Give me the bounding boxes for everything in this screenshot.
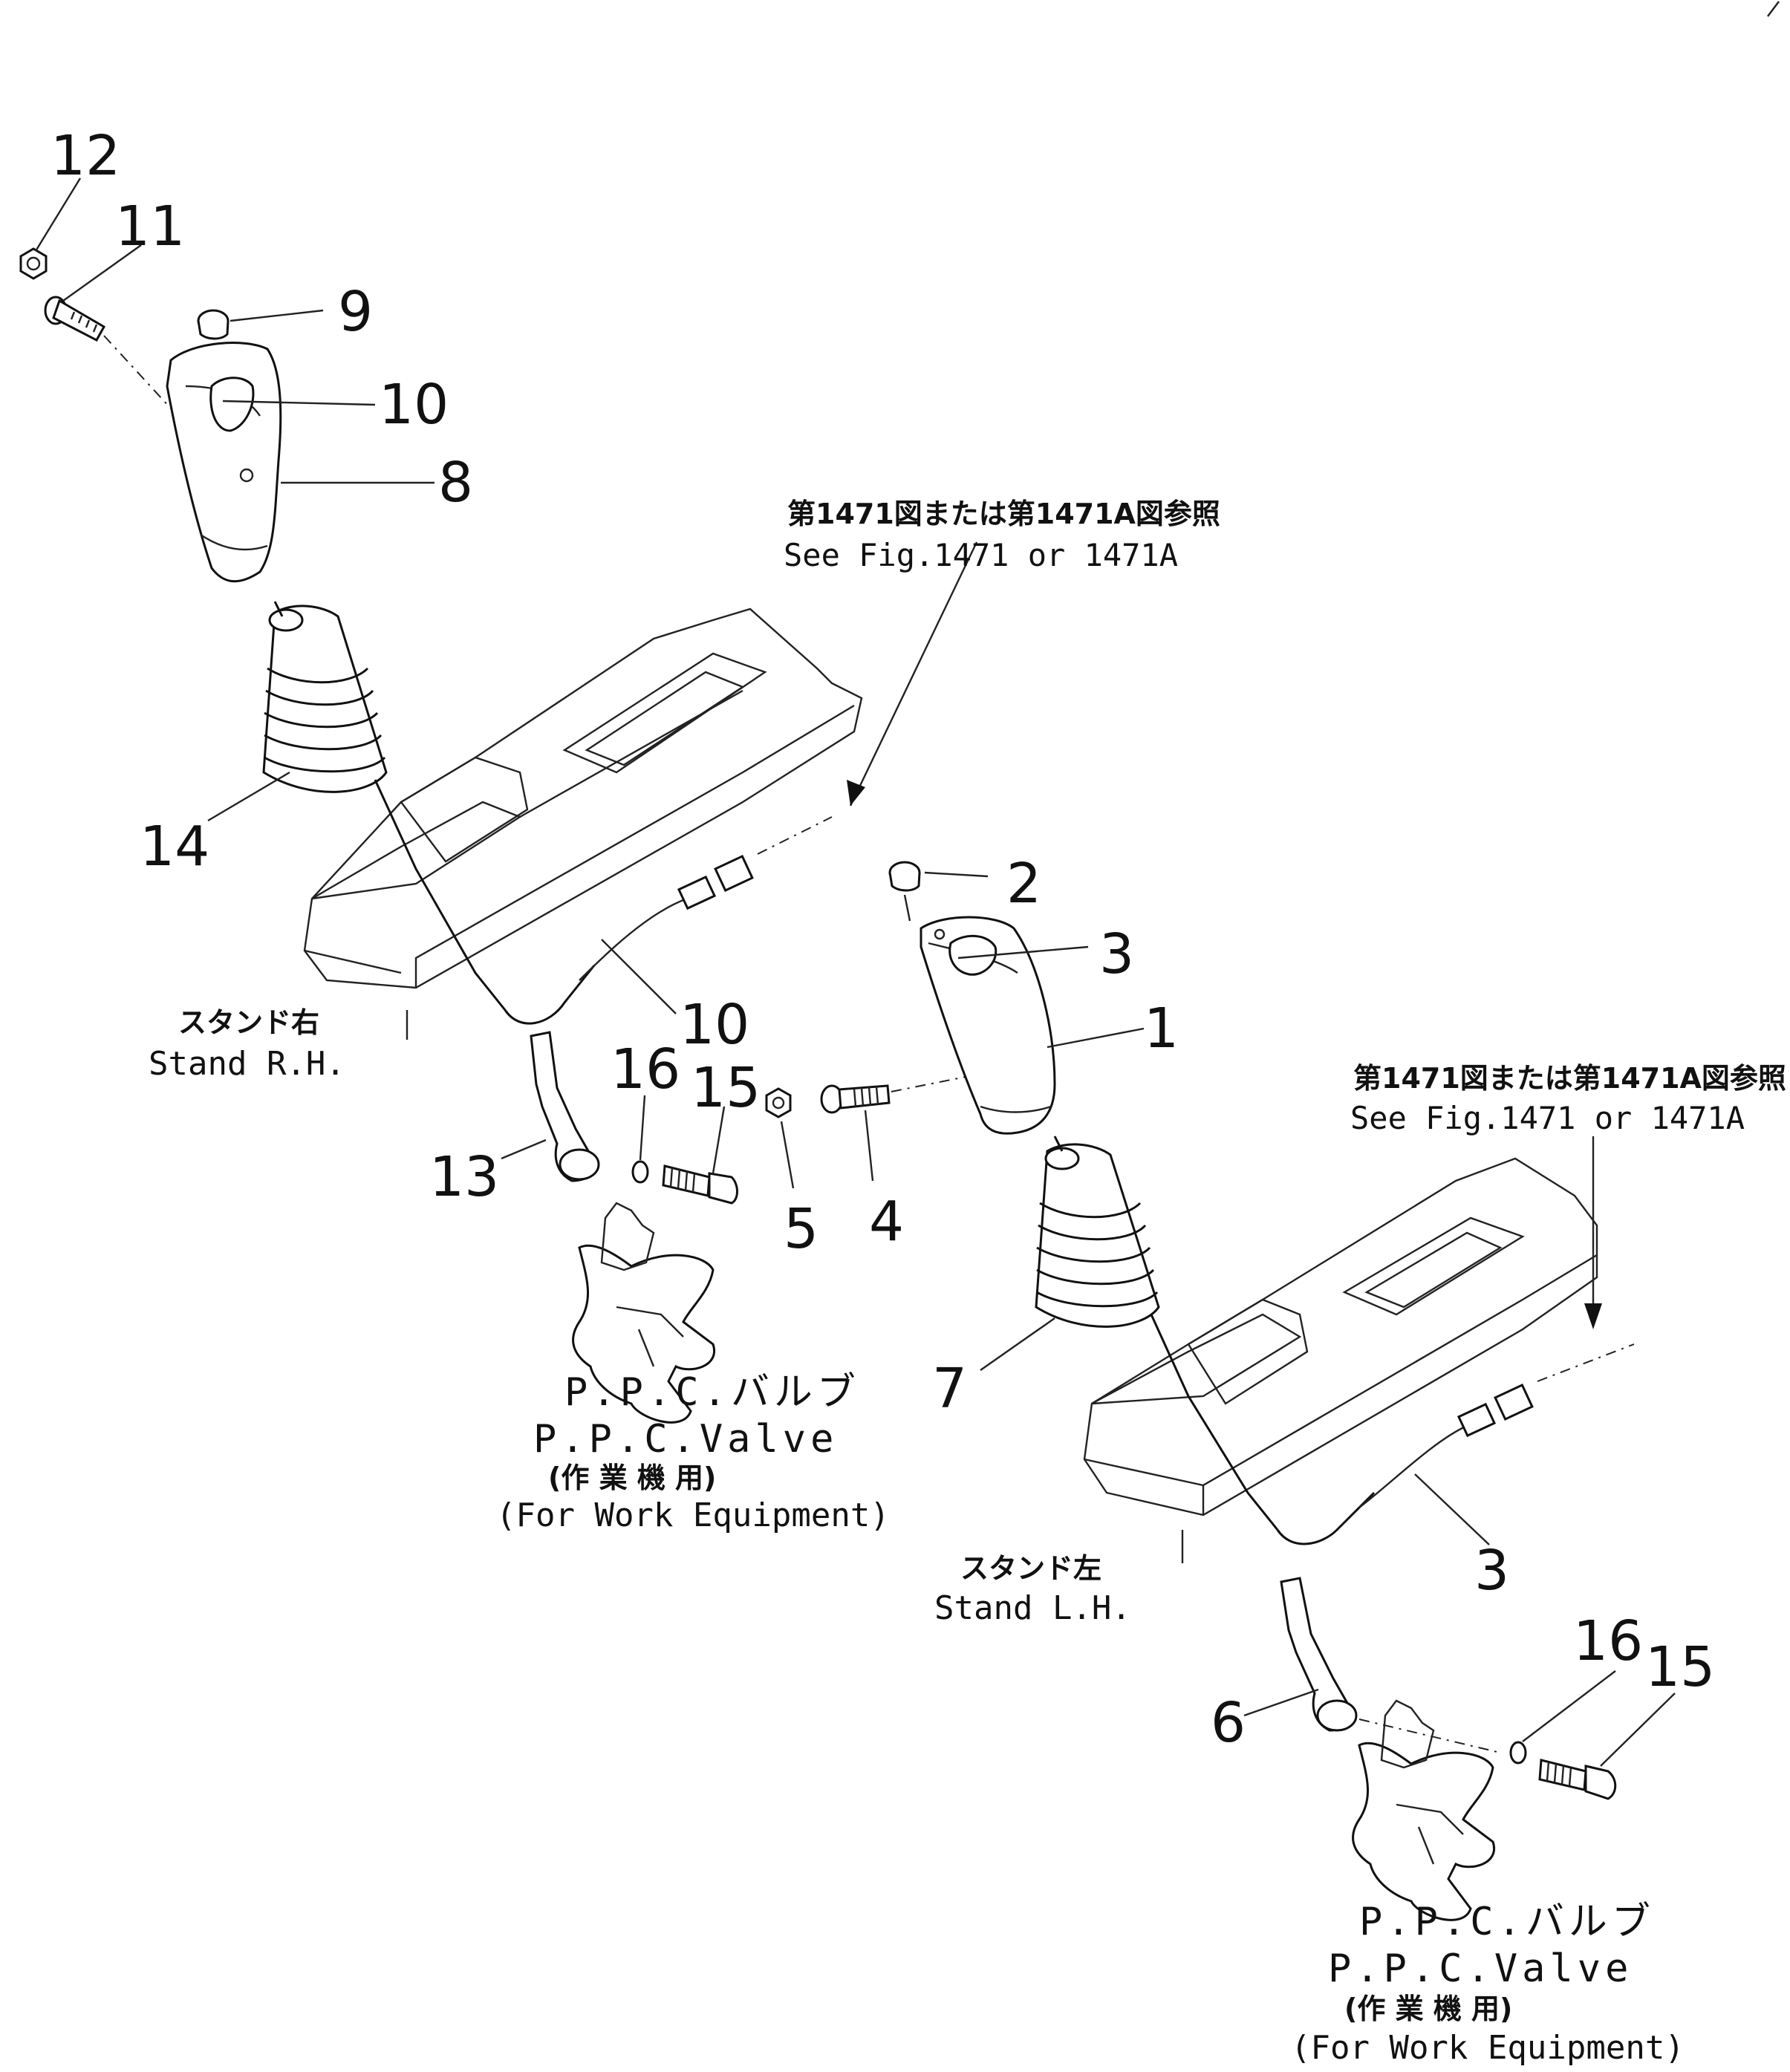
callout-9: 9 (338, 280, 373, 344)
callout-7: 7 (932, 1357, 967, 1421)
reference-jp: 第1471図または第1471A図参照 (1353, 1062, 1786, 1095)
lh-lever-rod (1053, 1136, 1376, 1545)
leader-lines (34, 177, 1676, 1767)
callout-5: 5 (784, 1197, 818, 1261)
rh-console-stand (303, 607, 863, 1040)
reference-jp: 第1471図または第1471A図参照 (787, 498, 1220, 530)
lh-ppc-valve (1352, 1699, 1496, 1921)
callout-1: 1 (1144, 997, 1179, 1061)
callout-2: 2 (1006, 852, 1041, 916)
rh-washer-16 (631, 1160, 649, 1184)
stand-en: Stand R.H. (149, 1045, 345, 1083)
lh-console-stand (1083, 1157, 1598, 1563)
valve-label-upper: P.P.C.バルブ P.P.C.Valve (作 業 機 用) (For Wor… (496, 1370, 890, 1534)
lh-button-2 (888, 861, 921, 922)
valve-use-jp: (作 業 機 用) (1344, 1993, 1512, 2025)
rh-boot-14 (262, 605, 388, 793)
rh-button-9 (197, 309, 230, 340)
callout-16-lh: 16 (1573, 1609, 1643, 1673)
callout-3-lower: 3 (1474, 1539, 1509, 1603)
rh-ppc-valve (572, 1202, 716, 1424)
valve-label-lower: P.P.C.バルブ P.P.C.Valve (作 業 機 用) (For Wor… (1291, 1900, 1685, 2067)
lh-washer-16 (1509, 1741, 1527, 1765)
valve-jp: P.P.C.バルブ (564, 1370, 860, 1415)
lh-harness (1358, 1343, 1635, 1508)
rh-link-13 (530, 1031, 600, 1182)
callout-11: 11 (115, 195, 185, 258)
rh-bolt-4 (820, 1076, 966, 1114)
reference-en: See Fig.1471 or 1471A (1350, 1100, 1745, 1136)
rh-nut-5 (765, 1087, 792, 1118)
callout-8: 8 (438, 451, 473, 515)
lh-link-6 (1280, 1577, 1501, 1753)
callout-15-rh: 15 (691, 1056, 761, 1120)
callout-12: 12 (51, 124, 120, 188)
lh-boot-7 (1035, 1143, 1160, 1328)
callout-15-lh: 15 (1645, 1635, 1715, 1699)
callout-3-upper: 3 (1099, 922, 1134, 986)
rh-bolt-11 (44, 296, 172, 409)
stand-jp: スタンド右 (178, 1006, 319, 1039)
lh-bolt-15 (1538, 1759, 1617, 1800)
callout-10-lower: 10 (680, 993, 749, 1057)
callout-10-upper: 10 (379, 373, 449, 437)
rh-lever-rod (273, 601, 596, 1025)
rh-nut-12 (19, 247, 48, 280)
rh-harness (579, 816, 833, 981)
reference-en: See Fig.1471 or 1471A (784, 537, 1178, 573)
callout-6: 6 (1211, 1691, 1246, 1755)
reference-note-lh: 第1471図または第1471A図参照 See Fig.1471 or 1471A (1350, 1062, 1786, 1136)
callout-16-rh: 16 (611, 1037, 680, 1101)
stand-label-rh: スタンド右 Stand R.H. (149, 1006, 345, 1083)
corner-mark (1767, 1, 1780, 17)
valve-en: P.P.C.Valve (1328, 1946, 1633, 1991)
valve-use-en: (For Work Equipment) (496, 1496, 890, 1534)
stand-jp: スタンド左 (960, 1552, 1101, 1585)
valve-use-jp: (作 業 機 用) (548, 1462, 716, 1494)
valve-en: P.P.C.Valve (533, 1417, 838, 1462)
callout-labels: 12 11 9 10 8 14 10 2 3 1 16 15 5 4 13 7 … (51, 124, 1715, 1755)
reference-note-rh: 第1471図または第1471A図参照 See Fig.1471 or 1471A (784, 498, 1220, 573)
stand-en: Stand L.H. (934, 1589, 1131, 1627)
callout-4: 4 (869, 1190, 904, 1254)
rh-grip-8 (166, 342, 282, 583)
rh-bolt-15 (662, 1164, 738, 1205)
lh-grip-1 (920, 916, 1056, 1135)
callout-14: 14 (140, 815, 209, 879)
callout-13: 13 (429, 1145, 499, 1209)
valve-use-en: (For Work Equipment) (1291, 2029, 1685, 2067)
valve-jp: P.P.C.バルブ (1359, 1900, 1655, 1944)
stand-label-lh: スタンド左 Stand L.H. (934, 1552, 1131, 1627)
